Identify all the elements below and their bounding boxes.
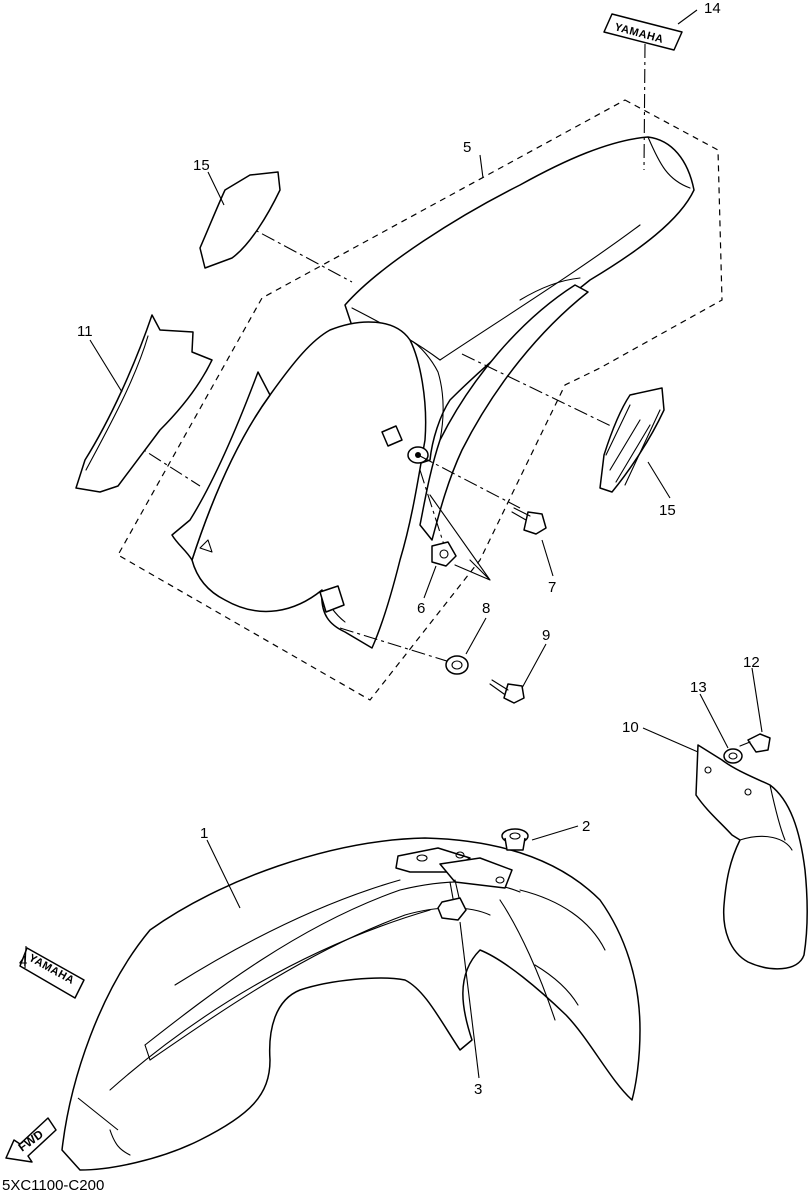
callout-9: 9 <box>542 627 550 644</box>
callout-6: 6 <box>417 600 425 617</box>
bolt-9[interactable] <box>489 679 525 704</box>
front-fender[interactable] <box>61 837 641 1171</box>
callout-7: 7 <box>548 579 556 596</box>
callout-1: 1 <box>200 825 208 842</box>
guard-plate-10[interactable] <box>695 744 808 970</box>
washer-13[interactable] <box>723 748 743 764</box>
callout-12: 12 <box>743 654 760 671</box>
callout-2: 2 <box>582 818 590 835</box>
callout-14: 14 <box>704 0 721 17</box>
bolt-12[interactable] <box>739 733 771 753</box>
bolt-3[interactable] <box>437 879 467 921</box>
callout-labels: 14 5 15 11 15 7 6 8 9 12 13 10 1 2 3 4 <box>19 0 760 1098</box>
decal-11[interactable] <box>75 314 213 493</box>
callout-4: 4 <box>19 953 27 970</box>
bolt-7[interactable] <box>511 507 547 535</box>
decal-4[interactable]: YAMAHA <box>19 947 85 999</box>
decal-15-right[interactable] <box>599 387 665 493</box>
callout-11: 11 <box>77 323 93 340</box>
callout-10: 10 <box>622 719 639 736</box>
leader-lines <box>24 9 763 1131</box>
decal-15-left[interactable] <box>199 171 281 269</box>
fwd-arrow-icon: FWD <box>5 1117 57 1163</box>
callout-3: 3 <box>474 1081 482 1098</box>
decal-14[interactable]: YAMAHA <box>603 13 683 51</box>
rear-fender-inner-flap[interactable] <box>171 277 589 649</box>
callout-8: 8 <box>482 600 490 617</box>
drawing-code: 5XC1100-C200 <box>2 1177 104 1194</box>
nut-6[interactable] <box>431 541 457 567</box>
rear-fender[interactable] <box>344 136 695 471</box>
callout-5: 5 <box>463 139 471 156</box>
assembly-boundary <box>117 99 723 701</box>
rear-fender-assembly <box>117 43 723 701</box>
callout-15-right: 15 <box>659 502 676 519</box>
callout-13: 13 <box>690 679 707 696</box>
callout-15-left: 15 <box>193 157 210 174</box>
washer-8[interactable] <box>445 655 469 675</box>
grommet-2[interactable] <box>501 828 529 851</box>
